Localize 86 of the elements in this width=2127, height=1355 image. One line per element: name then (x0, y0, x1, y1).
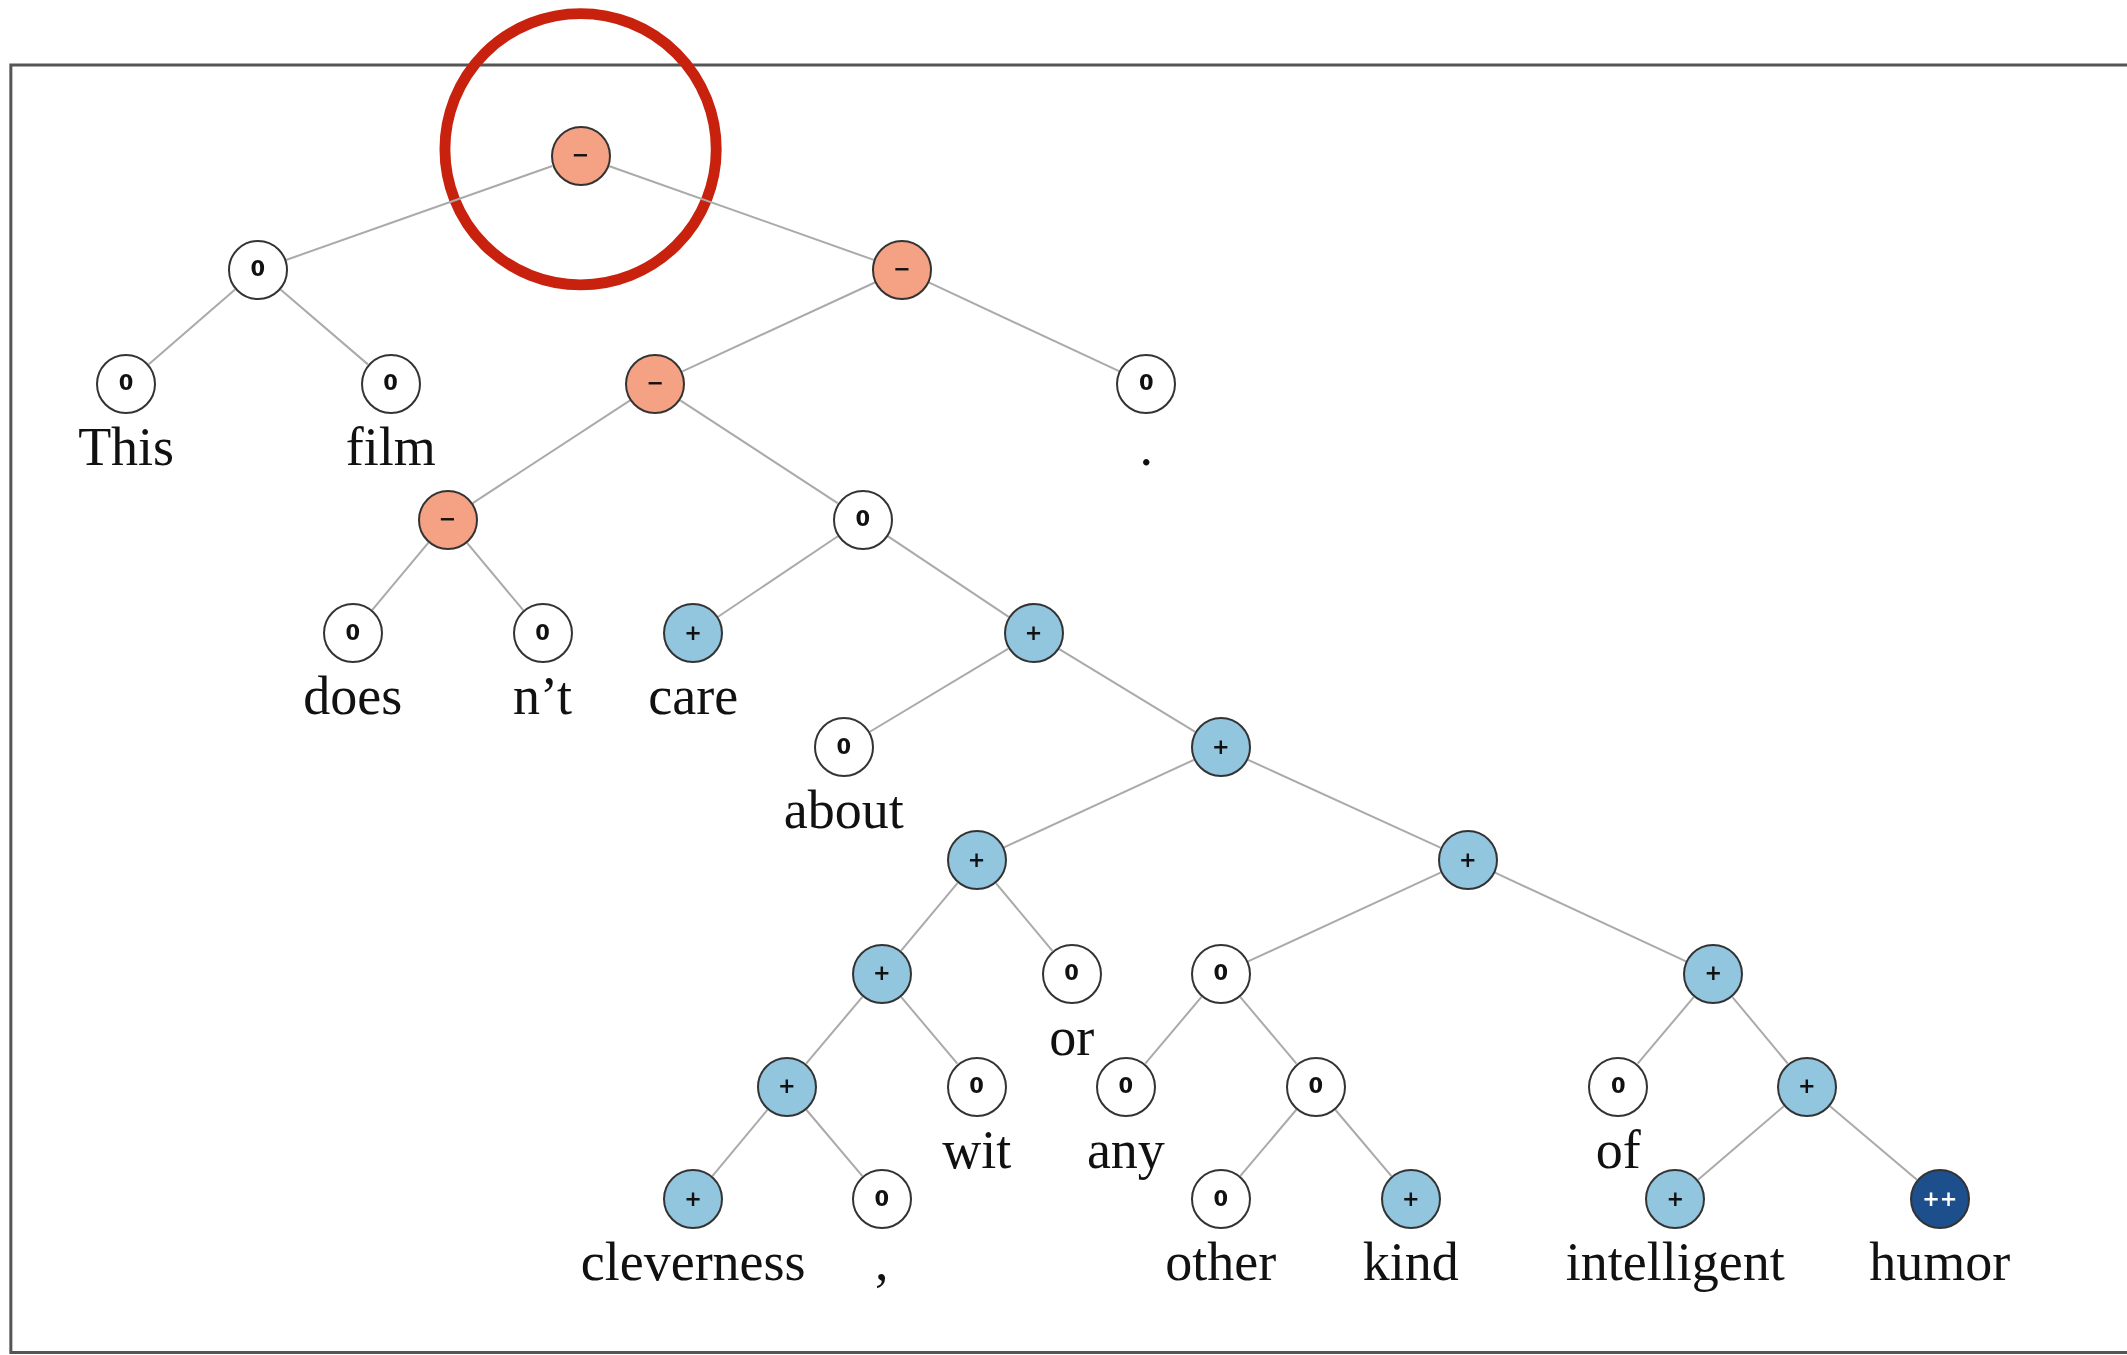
sentiment-label: 0 (874, 1188, 890, 1210)
sentiment-label: 0 (1064, 963, 1079, 985)
word-label: humor (1869, 1235, 2011, 1290)
tree-branch (899, 882, 959, 952)
sentiment-node (756, 1056, 817, 1117)
sentiment-label: 0 (1213, 1188, 1229, 1210)
word-label: care (648, 669, 739, 724)
sentiment-label: + (967, 849, 986, 871)
sentiment-label: 0 (345, 623, 360, 644)
tree-branch (681, 281, 876, 373)
tree-branch (994, 882, 1054, 952)
word-label: n’t (513, 669, 573, 724)
sentiment-label: + (777, 1076, 796, 1098)
tree-branch (1828, 1104, 1918, 1181)
word-label: about (783, 783, 904, 838)
tree-branch (1247, 758, 1442, 849)
tree-branch (900, 995, 959, 1065)
word-label: This (78, 419, 175, 474)
word-label: kind (1362, 1235, 1459, 1290)
sentiment-label: − (893, 259, 911, 281)
tree-branch (868, 647, 1009, 733)
tree-branch (1247, 871, 1442, 963)
tree-branch (285, 165, 554, 261)
sentiment-label: 0 (836, 736, 852, 758)
word-label: or (1049, 1009, 1095, 1064)
word-label: does (303, 669, 403, 724)
word-label: intelligent (1565, 1235, 1785, 1290)
sentiment-label: + (1024, 623, 1043, 644)
tree-branch (1239, 995, 1298, 1065)
sentiment-label: 0 (250, 259, 266, 281)
tree-branch (1144, 995, 1203, 1065)
tree-branch (805, 1108, 864, 1178)
sentiment-label: + (1458, 849, 1477, 871)
tree-branch (465, 541, 525, 612)
tree-branch (1731, 996, 1789, 1065)
sentiment-label: + (684, 623, 702, 644)
word-label: of (1595, 1122, 1641, 1177)
tree-branch (1636, 995, 1695, 1065)
tree-branch (1697, 1105, 1786, 1181)
tree-branch (886, 535, 1010, 618)
sentiment-label: 0 (383, 373, 398, 395)
sentiment-label: − (438, 509, 457, 531)
sentiment-node (1776, 1056, 1837, 1117)
sentiment-label: 0 (1611, 1076, 1626, 1098)
sentiment-label: 0 (1213, 963, 1229, 985)
sentiment-label: 0 (855, 509, 871, 531)
word-label: other (1165, 1235, 1277, 1290)
word-label: . (1139, 419, 1153, 474)
sentiment-label: 0 (1138, 373, 1154, 395)
tree-branch (147, 288, 237, 366)
tree-branch (1239, 1108, 1298, 1178)
word-label: wit (942, 1122, 1012, 1177)
sentiment-node (1285, 1056, 1346, 1117)
word-label: , (874, 1235, 889, 1290)
sentiment-label: + (1666, 1188, 1685, 1210)
tree-branch (928, 281, 1121, 373)
tree-branch (717, 535, 839, 618)
sentiment-label: 0 (1118, 1076, 1134, 1098)
tree-branch (370, 541, 430, 612)
tree-branch (711, 1108, 769, 1178)
sentiment-label: + (1212, 736, 1230, 758)
sentiment-label: ++ (1922, 1188, 1958, 1210)
tree-branch (279, 288, 369, 366)
tree-branch (1002, 759, 1195, 849)
sentiment-label: − (571, 145, 590, 167)
sentiment-node (851, 943, 912, 1004)
tree-branch (1493, 871, 1688, 963)
sentiment-node (227, 239, 288, 300)
tree-branch (471, 399, 632, 505)
sentiment-label: + (1704, 963, 1723, 985)
tree-branch (805, 995, 864, 1065)
tree-branch (1058, 648, 1197, 733)
sentiment-label: 0 (969, 1076, 984, 1098)
sentiment-label: 0 (1308, 1076, 1324, 1098)
tree-branch (607, 165, 875, 261)
sentiment-label: 0 (535, 623, 550, 644)
sentiment-label: + (684, 1188, 702, 1210)
sentiment-label: 0 (118, 373, 134, 395)
sentiment-label: + (1401, 1188, 1420, 1210)
word-label: film (345, 419, 436, 474)
sentiment-label: + (1798, 1076, 1816, 1098)
tree-branch (1334, 1108, 1393, 1178)
tree-branch (679, 399, 839, 505)
sentiment-label: + (872, 963, 891, 985)
sentiment-label: − (646, 373, 664, 395)
word-label: cleverness (580, 1235, 806, 1290)
